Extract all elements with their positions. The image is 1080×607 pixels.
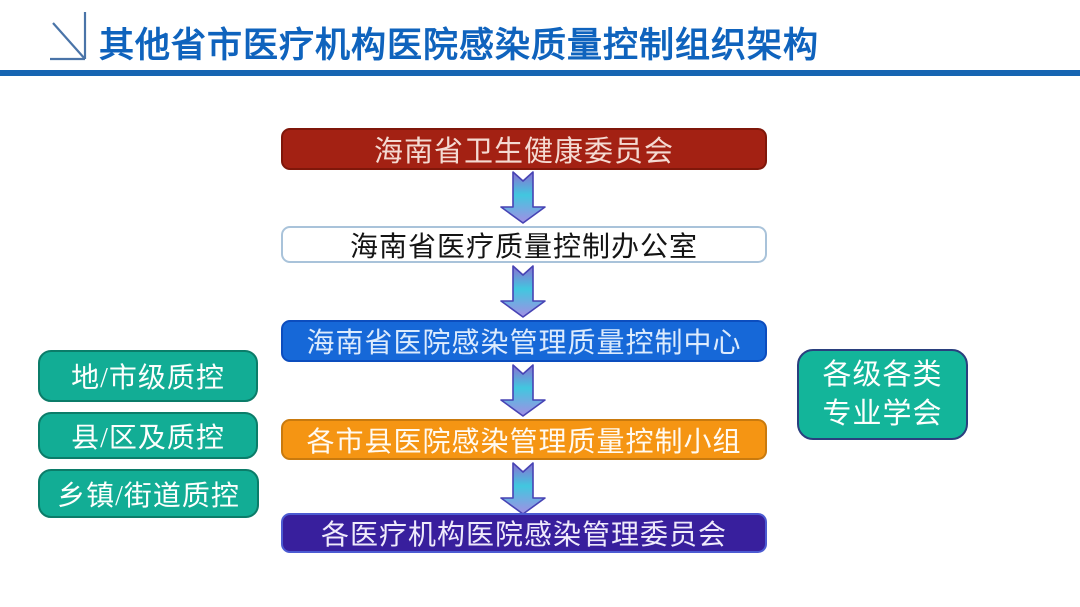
side-label-line: 专业学会 <box>822 397 943 430</box>
flow-node-quality-control-office: 海南省医疗质量控制办公室 <box>281 226 767 263</box>
side-label-township-level-qc: 乡镇/街道质控 <box>38 469 259 518</box>
down-arrow-icon <box>500 171 546 224</box>
flow-node-health-commission: 海南省卫生健康委员会 <box>281 128 767 170</box>
side-label-city-level-qc: 地/市级质控 <box>38 350 258 402</box>
flow-node-city-county-groups: 各市县医院感染管理质量控制小组 <box>281 419 767 460</box>
down-arrow-icon <box>500 364 546 417</box>
title-divider <box>0 70 1080 76</box>
flow-node-provincial-infection-center: 海南省医院感染管理质量控制中心 <box>281 320 767 362</box>
flow-node-institution-committees: 各医疗机构医院感染管理委员会 <box>281 513 767 553</box>
side-label-line: 各级各类 <box>822 359 943 392</box>
page-title: 其他省市医疗机构医院感染质量控制组织架构 <box>99 26 820 65</box>
corner-diagonal-icon <box>50 12 87 61</box>
side-label-professional-societies: 各级各类 专业学会 <box>797 349 968 440</box>
side-label-county-level-qc: 县/区及质控 <box>38 412 258 459</box>
down-arrow-icon <box>500 265 546 318</box>
down-arrow-icon <box>500 462 546 515</box>
